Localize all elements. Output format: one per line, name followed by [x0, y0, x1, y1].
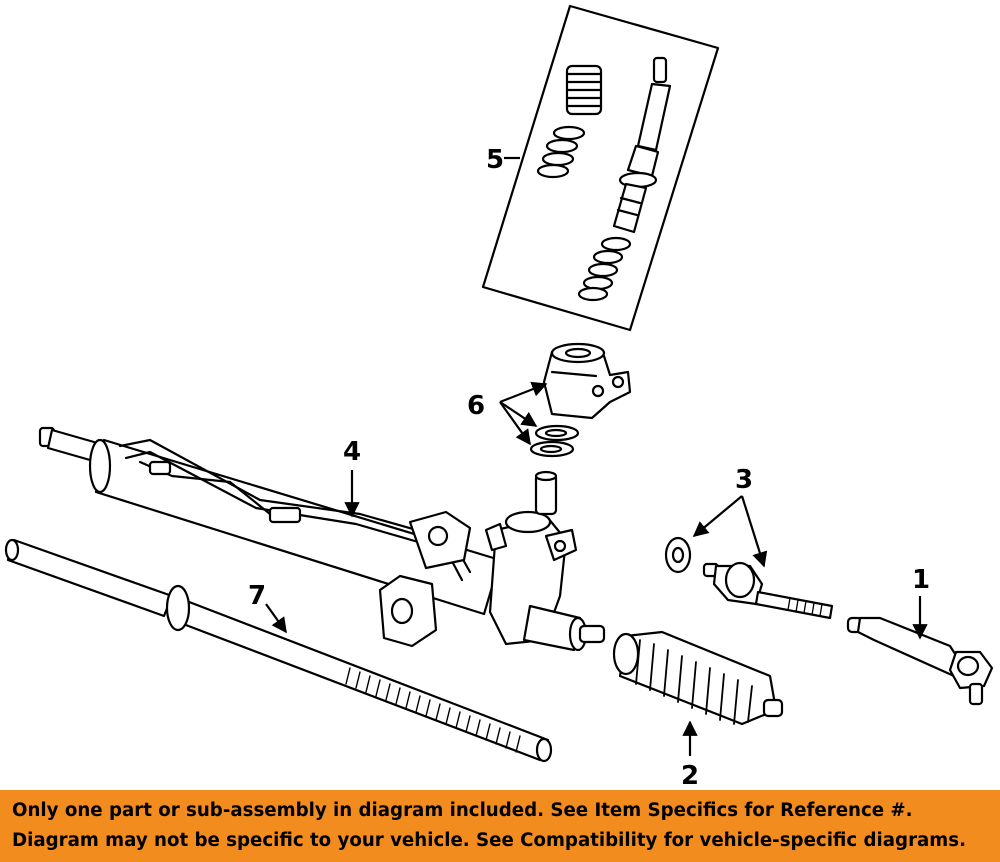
- callout-6-arrow-a: [499, 381, 548, 404]
- valve-housing: [542, 342, 632, 420]
- pinion-shaft: [612, 56, 672, 234]
- inner-tie-rod: [702, 561, 834, 620]
- outer-tie-rod-end: [846, 616, 994, 706]
- disclaimer-banner: Only one part or sub-assembly in diagram…: [0, 790, 1000, 862]
- callout-6: 6: [467, 391, 485, 421]
- steering-rack-diagram: 5 6 4 3 1 7 2: [4, 4, 994, 790]
- spring-icon: [565, 64, 603, 116]
- callout-2: 2: [681, 761, 699, 790]
- callout-5: 5: [486, 145, 504, 175]
- callout-1: 1: [912, 565, 930, 595]
- valve-kit-box: [481, 4, 720, 332]
- disclaimer-line-1: Only one part or sub-assembly in diagram…: [12, 800, 913, 821]
- callout-7-arrow: [265, 603, 287, 634]
- callout-6-arrow-b: [499, 401, 538, 427]
- callout-3: 3: [735, 465, 753, 495]
- washer: [664, 536, 692, 574]
- rack-shaft: [4, 538, 553, 763]
- callout-3-arrow-b: [740, 495, 768, 568]
- callout-6-arrow-c: [499, 401, 531, 446]
- rack-boot: [612, 630, 784, 726]
- callout-3-arrow-a: [692, 495, 743, 537]
- rack-housing: [38, 426, 606, 652]
- callout-4: 4: [343, 437, 361, 467]
- callout-7: 7: [248, 581, 266, 611]
- disclaimer-line-2: Diagram may not be specific to your vehi…: [12, 830, 966, 851]
